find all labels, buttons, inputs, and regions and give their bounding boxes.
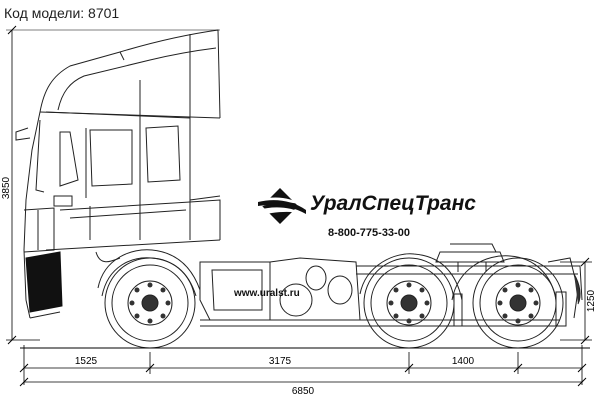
dim-front-overhang: 1525 xyxy=(75,356,98,367)
rear-wheel-1 xyxy=(363,257,455,349)
dim-wheelbase: 3175 xyxy=(269,356,292,367)
company-logo: УралСпецТранс 8-800-775-33-00 www.uralst… xyxy=(233,188,476,299)
dimension-ticks xyxy=(7,25,590,387)
company-website: www.uralst.ru xyxy=(233,288,300,299)
logo-diamond-icon xyxy=(258,188,306,224)
dim-overall-length: 6850 xyxy=(292,386,315,397)
dimension-lines xyxy=(6,29,592,385)
model-code-label: Код модели: 8701 xyxy=(4,5,120,21)
rear-wheel-2 xyxy=(472,257,564,349)
truck-outline xyxy=(15,29,583,327)
dim-fifth-wheel-height: 1250 xyxy=(586,289,597,312)
company-phone: 8-800-775-33-00 xyxy=(328,227,410,239)
front-wheel xyxy=(104,257,196,349)
dim-rear-axle-spacing: 1400 xyxy=(452,356,475,367)
company-name: УралСпецТранс xyxy=(310,192,476,215)
dim-height-total: 3850 xyxy=(1,176,12,199)
